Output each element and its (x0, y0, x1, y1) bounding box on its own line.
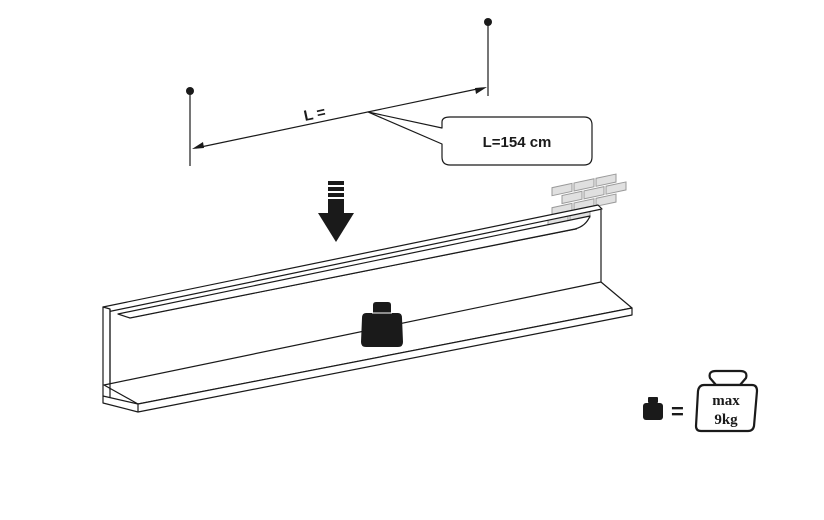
dimension-arrow-right (475, 87, 487, 94)
equals-sign: = (671, 399, 684, 424)
small-weight-icon (643, 397, 663, 420)
left-drill-point (186, 87, 194, 95)
shelf-top-edge (102, 204, 603, 313)
max-label: max (712, 393, 740, 409)
weight-value-label: 9kg (714, 412, 738, 428)
dimension-arrow-left (192, 142, 204, 149)
measurement-group (189, 22, 489, 166)
callout-bubble (367, 111, 593, 166)
dimension-line (195, 87, 483, 149)
weight-limit-icon (694, 369, 759, 433)
dimension-label: L = (302, 104, 327, 125)
weight-icon (361, 302, 403, 347)
down-arrow-icon (318, 181, 354, 242)
right-drill-point (484, 18, 492, 26)
length-callout: L=154 cm (483, 134, 552, 151)
wall-shelf (102, 204, 633, 413)
